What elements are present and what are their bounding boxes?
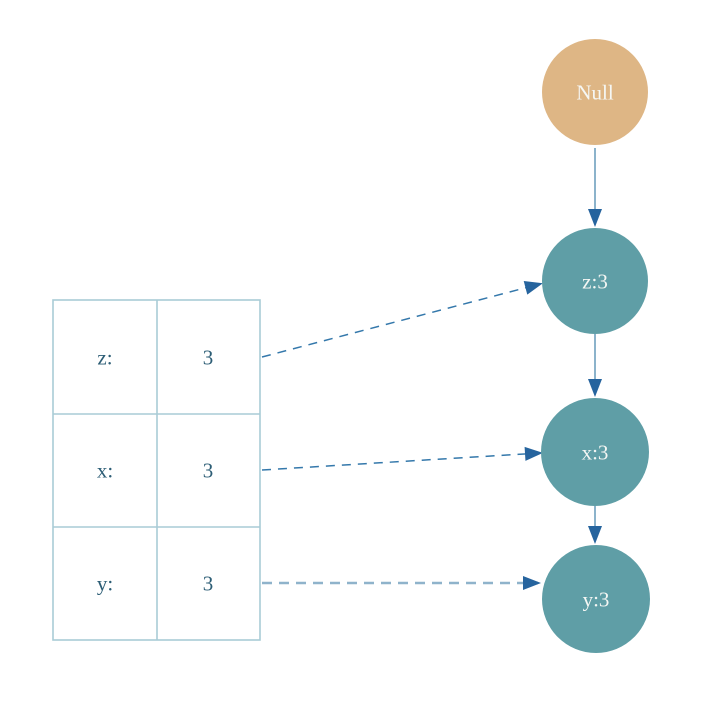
pointer-arrows (261, 281, 543, 590)
variables-table: z: 3 x: 3 y: 3 (52, 299, 261, 641)
table-cell-y-value: 3 (203, 571, 214, 595)
y-node-label: y:3 (583, 587, 610, 611)
z-node-circle (542, 228, 648, 334)
z-node-label: z:3 (582, 269, 608, 293)
node-y: y:3 (542, 545, 650, 653)
pointer-arrow-x (261, 446, 543, 471)
node-z: z:3 (542, 228, 648, 334)
x-node-circle (541, 398, 649, 506)
table-cell-x-value: 3 (203, 458, 214, 482)
node-x: x:3 (541, 398, 649, 506)
null-node-label: Null (576, 80, 614, 104)
table-cell-z-name: z: (97, 345, 112, 369)
null-node-circle (542, 39, 648, 145)
x-node-label: x:3 (582, 440, 609, 464)
y-node-circle (542, 545, 650, 653)
node-null: Null (542, 39, 648, 145)
pointer-arrow-z (261, 281, 543, 358)
table-cell-x-name: x: (97, 458, 113, 482)
table-cell-z-value: 3 (203, 345, 214, 369)
table-cell-y-name: y: (97, 571, 113, 595)
